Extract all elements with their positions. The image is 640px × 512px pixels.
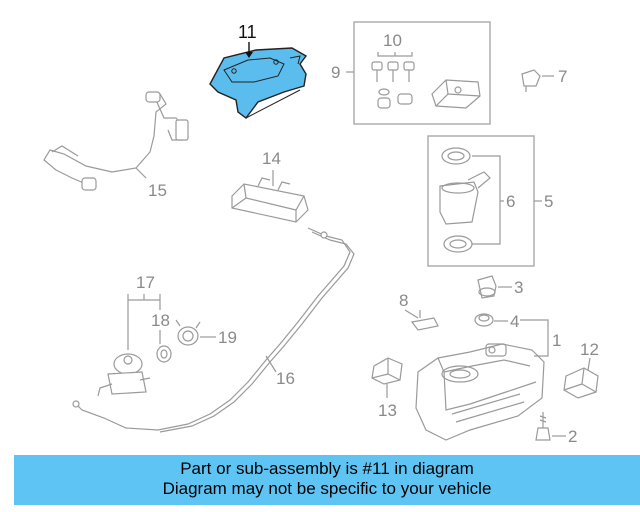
part-19-clip[interactable] bbox=[175, 319, 201, 346]
part-15-harness[interactable] bbox=[43, 91, 189, 191]
callout-18[interactable]: 18 bbox=[151, 311, 170, 330]
part-17-valve[interactable] bbox=[97, 353, 151, 397]
callout-16[interactable]: 16 bbox=[276, 369, 295, 388]
parts-diagram: 11 9 10 7 15 14 bbox=[43, 21, 599, 446]
callout-12[interactable]: 12 bbox=[580, 340, 599, 359]
callout-5[interactable]: 5 bbox=[544, 192, 553, 211]
callout-17[interactable]: 17 bbox=[136, 273, 155, 292]
callout-9[interactable]: 9 bbox=[331, 63, 340, 82]
part-2-bolt[interactable] bbox=[535, 412, 551, 441]
callout-4[interactable]: 4 bbox=[510, 312, 519, 331]
callout-6[interactable]: 6 bbox=[506, 192, 515, 211]
callout-13[interactable]: 13 bbox=[378, 401, 397, 420]
leader-12 bbox=[587, 357, 591, 371]
callout-10[interactable]: 10 bbox=[383, 31, 402, 50]
part-18-seal[interactable] bbox=[156, 345, 172, 363]
callout-3[interactable]: 3 bbox=[514, 278, 523, 297]
banner-line-1: Part or sub-assembly is #11 in diagram bbox=[180, 459, 474, 478]
part-4-seal[interactable] bbox=[474, 313, 494, 327]
callout-19[interactable]: 19 bbox=[218, 328, 237, 347]
callout-14[interactable]: 14 bbox=[262, 149, 281, 168]
part-10-screws[interactable] bbox=[371, 61, 415, 109]
arrow-11 bbox=[245, 52, 253, 58]
part-14-bracket[interactable] bbox=[231, 177, 309, 223]
assembly-box-9 bbox=[353, 21, 491, 125]
part-16-line[interactable] bbox=[72, 227, 355, 433]
callout-11[interactable]: 11 bbox=[238, 22, 257, 42]
callout-1[interactable]: 1 bbox=[552, 331, 561, 350]
leader-6 bbox=[472, 155, 504, 245]
part-13-sensor[interactable] bbox=[371, 357, 403, 385]
callout-7[interactable]: 7 bbox=[558, 67, 567, 86]
leader-16 bbox=[265, 355, 277, 373]
part-8-clip[interactable] bbox=[410, 310, 439, 331]
banner-line-2: Diagram may not be specific to your vehi… bbox=[162, 479, 492, 498]
info-banner: Part or sub-assembly is #11 in diagram D… bbox=[14, 455, 640, 505]
callout-2[interactable]: 2 bbox=[568, 427, 577, 446]
part-11-cover[interactable] bbox=[209, 47, 308, 119]
part-7-connector[interactable] bbox=[521, 69, 541, 92]
part-9-module[interactable] bbox=[431, 79, 481, 109]
callout-15[interactable]: 15 bbox=[148, 181, 167, 200]
leader-8 bbox=[404, 309, 419, 319]
part-1-fuel-tank[interactable] bbox=[415, 343, 545, 441]
part-12-module[interactable] bbox=[563, 367, 599, 399]
leader-15 bbox=[135, 167, 147, 179]
part-3-valve[interactable] bbox=[477, 275, 497, 299]
callout-8[interactable]: 8 bbox=[399, 291, 408, 310]
part-6-pump[interactable] bbox=[439, 147, 491, 253]
leader-1 bbox=[520, 319, 549, 357]
leader-17 bbox=[127, 294, 161, 350]
